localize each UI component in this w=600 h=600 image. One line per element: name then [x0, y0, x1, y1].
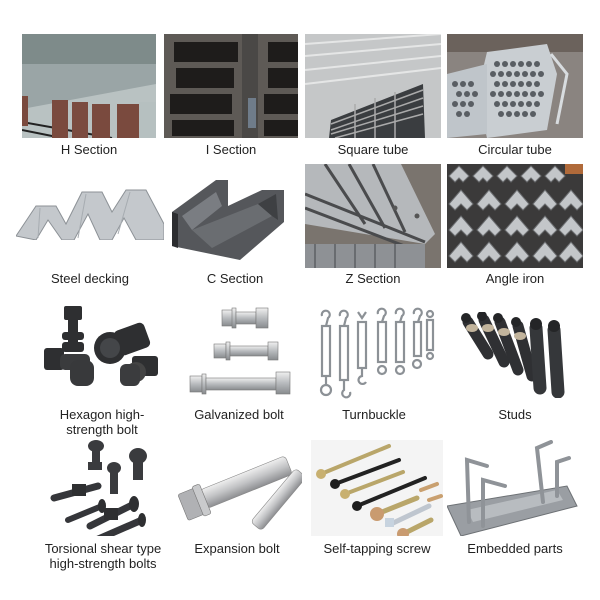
turnbuckle-label: Turnbuckle [342, 407, 406, 422]
galvanized-bolt-image [186, 306, 292, 398]
circular-tube-image [447, 34, 583, 138]
torsional-shear-bolts-image [50, 440, 150, 536]
self-tapping-screw-image [311, 440, 443, 536]
studs-image [458, 312, 572, 398]
hexagon-high-strength-bolt-image [36, 300, 168, 392]
i-section-image [164, 34, 298, 138]
torsional-shear-bolts-label: Torsional shear type high-strength bolts [44, 541, 162, 571]
z-section-label: Z Section [345, 271, 401, 286]
expansion-bolt-image [172, 448, 302, 532]
steel-decking-label: Steel decking [50, 271, 130, 286]
hexagon-high-strength-bolt-label: Hexagon high- strength bolt [59, 407, 145, 437]
angle-iron-image [447, 164, 583, 268]
embedded-parts-image [447, 440, 581, 536]
c-section-image [172, 172, 298, 260]
embedded-parts-label: Embedded parts [467, 541, 563, 556]
self-tapping-screw-label: Self-tapping screw [323, 541, 431, 556]
h-section-image [22, 34, 156, 138]
studs-label: Studs [498, 407, 532, 422]
circular-tube-label: Circular tube [478, 142, 552, 157]
square-tube-image [305, 34, 441, 138]
square-tube-label: Square tube [337, 142, 409, 157]
galvanized-bolt-label: Galvanized bolt [194, 407, 284, 422]
turnbuckle-image [312, 306, 436, 402]
c-section-label: C Section [206, 271, 264, 286]
z-section-image [305, 164, 441, 268]
i-section-label: I Section [205, 142, 257, 157]
angle-iron-label: Angle iron [485, 271, 545, 286]
h-section-label: H Section [60, 142, 118, 157]
expansion-bolt-label: Expansion bolt [194, 541, 280, 556]
steel-decking-image [16, 184, 164, 240]
